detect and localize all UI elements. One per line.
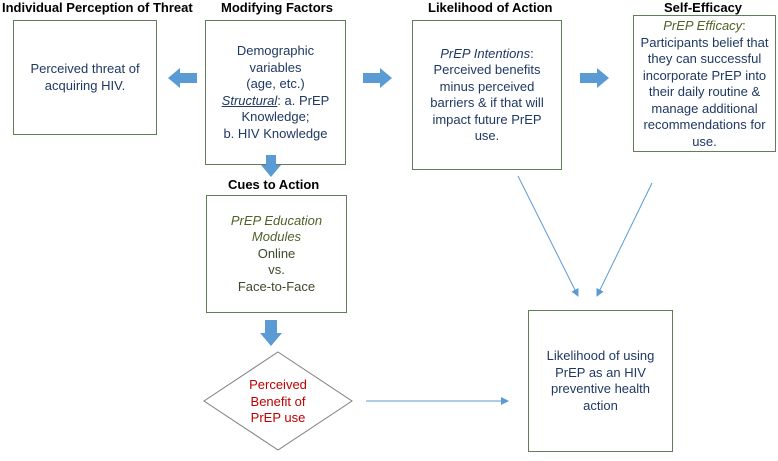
- efficacy-to-outcome-arrow: [596, 182, 653, 297]
- efficacy-text-line: their daily routine &: [648, 84, 761, 99]
- modifying-text-line: (age, etc.): [246, 76, 305, 91]
- likelihood-text-line: impact future PrEP: [432, 111, 542, 127]
- block-arrow-left-icon: [168, 68, 197, 88]
- block-arrow-right-icon: [580, 68, 609, 88]
- header-individual-perception-of-threat: Individual Perception of Threat: [2, 0, 193, 15]
- perceived-benefit-text: Perceived Benefit of PrEP use: [228, 377, 328, 427]
- efficacy-text-line: they can successful: [647, 51, 762, 66]
- cues-text-line: Modules: [251, 229, 302, 245]
- intentions-colon: :: [530, 45, 534, 61]
- efficacy-text-line: use.: [692, 133, 717, 149]
- header-self-efficacy: Self-Efficacy: [664, 0, 743, 15]
- header-likelihood-of-action: Likelihood of Action: [428, 0, 553, 15]
- structural-label: Structural: [221, 92, 278, 108]
- likelihood-of-using-prep-box: Likelihood of using PrEP as an HIV preve…: [528, 310, 673, 452]
- cues-text-line: Online: [257, 245, 296, 261]
- outcome-text-line: Likelihood of using: [546, 348, 655, 363]
- perceived-benefit-diamond: [203, 351, 353, 451]
- cues-text-line: Face-to-Face: [237, 278, 316, 294]
- benefit-text-line: PrEP use: [250, 410, 306, 425]
- efficacy-text-line: Participants belief that: [640, 34, 769, 50]
- block-arrow-down-icon: [261, 155, 281, 177]
- outcome-text-line: preventive health: [550, 381, 650, 396]
- likelihood-text-line: Perceived benefits: [433, 62, 541, 77]
- likelihood-text-line: minus perceived: [439, 78, 535, 94]
- efficacy-text-line: recommendations for: [643, 117, 766, 132]
- efficacy-text-line: incorporate PrEP into: [642, 67, 767, 83]
- structural-rest: : a. PrEP: [277, 92, 330, 108]
- block-arrow-down-icon: [260, 320, 282, 346]
- efficacy-label: PrEP Efficacy: [663, 18, 743, 33]
- outcome-text-line: PrEP as an HIV: [555, 364, 646, 380]
- threat-text-line: acquiring HIV.: [44, 77, 126, 93]
- modifying-text-line: Knowledge;: [241, 109, 310, 124]
- modifying-text-line: b. HIV Knowledge: [223, 125, 328, 141]
- likelihood-to-outcome-arrow: [517, 175, 579, 297]
- self-efficacy-box: PrEP Efficacy: Participants belief that …: [633, 15, 776, 152]
- modifying-factors-box: Demographic variables (age, etc.) Struct…: [205, 20, 346, 165]
- benefit-text-line: Benefit of: [250, 393, 306, 409]
- cues-to-action-box: PrEP Education Modules Online vs. Face-t…: [206, 195, 347, 313]
- threat-text-line: Perceived threat of: [30, 61, 140, 76]
- intentions-line: PrEP Intentions:: [440, 46, 533, 63]
- efficacy-text-line: manage additional: [651, 100, 758, 116]
- modifying-text-line: Demographic: [236, 43, 315, 58]
- modifying-text-line: variables: [249, 59, 302, 75]
- cues-text-line: vs.: [268, 262, 285, 278]
- header-modifying-factors: Modifying Factors: [221, 0, 333, 15]
- outcome-text-line: action: [583, 397, 618, 413]
- efficacy-line: PrEP Efficacy:: [663, 18, 746, 35]
- block-arrow-right-icon: [363, 68, 392, 88]
- benefit-text-line: Perceived: [249, 377, 307, 392]
- likelihood-of-action-box: PrEP Intentions: Perceived benefits minu…: [412, 20, 562, 170]
- intentions-label: PrEP Intentions: [440, 45, 531, 61]
- likelihood-text-line: use.: [474, 128, 500, 143]
- perceived-threat-box: Perceived threat of acquiring HIV.: [13, 20, 157, 135]
- structural-line: Structural: a. PrEP: [222, 93, 330, 110]
- efficacy-colon: :: [742, 18, 746, 33]
- header-cues-to-action: Cues to Action: [228, 177, 320, 192]
- cues-text-line: PrEP Education: [230, 212, 323, 228]
- likelihood-text-line: barriers & if that will: [430, 95, 544, 110]
